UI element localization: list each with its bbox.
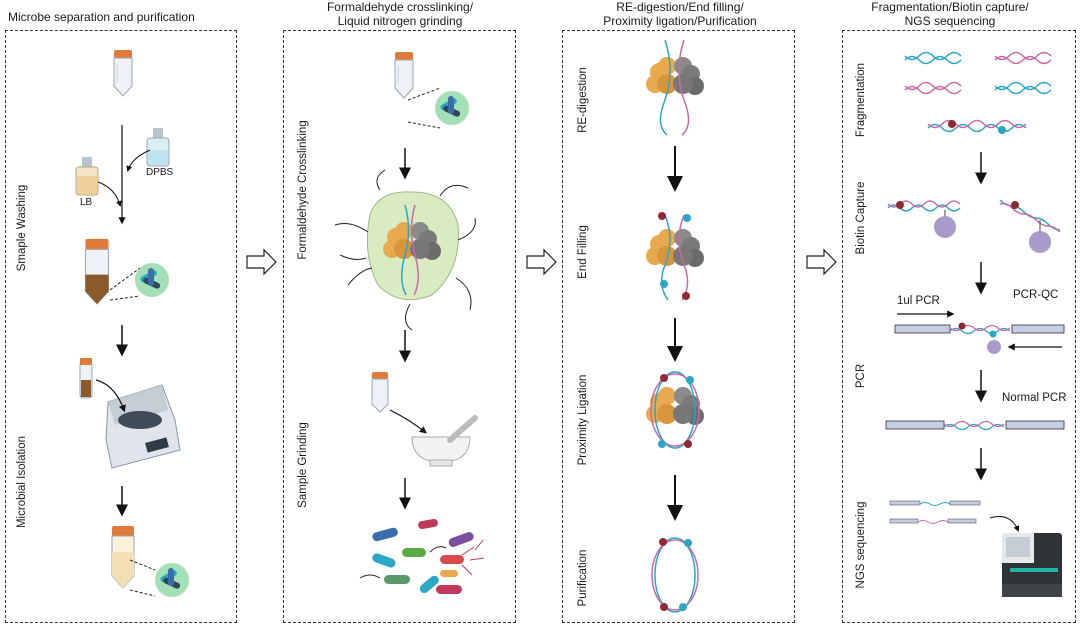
label-normal-pcr: Normal PCR	[1002, 392, 1067, 404]
panel-arrow-3	[806, 248, 837, 276]
panel-arrow-1	[246, 248, 277, 276]
panel2-title-line2: Liquid nitrogen grinding	[337, 14, 463, 28]
panel1-title: Microbe separation and purification	[8, 10, 195, 24]
label-1ul-pcr: 1ul PCR	[897, 295, 940, 307]
label-dpbs: DPBS	[146, 167, 174, 178]
panel3-title-line2: Proximity ligation/Purification	[603, 14, 757, 28]
label-pcr-qc: PCR-QC	[1013, 289, 1059, 301]
panel2-title: Formaldehyde crosslinking/ Liquid nitrog…	[280, 0, 520, 28]
panel2-title-line1: Formaldehyde crosslinking/	[326, 0, 474, 14]
bacteria-scatter	[359, 518, 485, 594]
panel-arrow-2	[526, 248, 557, 276]
panel-sequencing	[842, 30, 1076, 623]
panel3-title-line1: RE-digestion/End filling/	[616, 0, 744, 14]
panel3-title: RE-digestion/End filling/ Proximity liga…	[560, 0, 800, 28]
panel-crosslinking	[283, 30, 516, 623]
panel4-title-line2: NGS sequencing	[904, 14, 996, 28]
panel4-title: Fragmentation/Biotin capture/ NGS sequen…	[850, 0, 1050, 28]
panel-digestion	[562, 30, 795, 623]
panel4-title-line1: Fragmentation/Biotin capture/	[871, 0, 1029, 14]
panel-microbe-separation	[5, 30, 237, 623]
label-lb: LB	[80, 197, 93, 208]
